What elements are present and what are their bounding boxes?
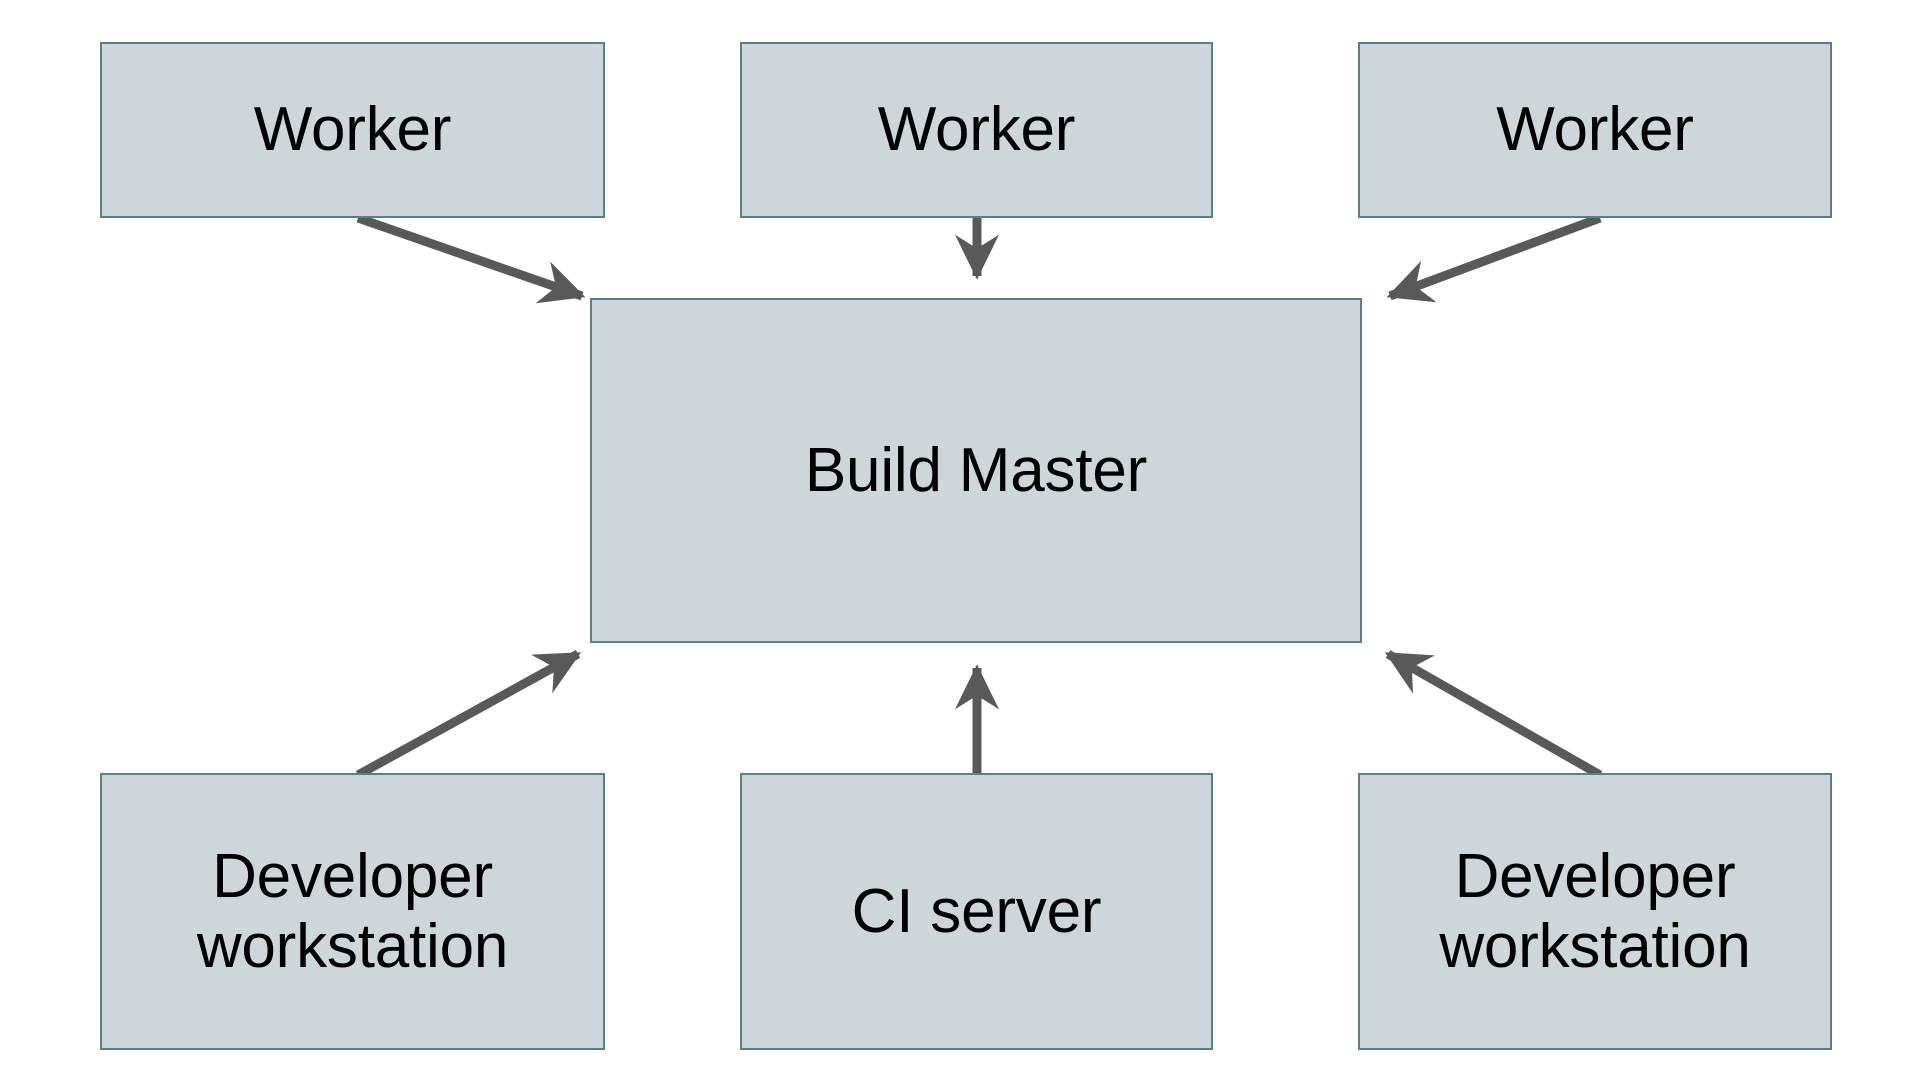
node-worker-3-label: Worker: [1496, 95, 1694, 165]
node-developer-workstation-2-label: Developer workstation: [1439, 842, 1751, 981]
node-ci-server-label: CI server: [851, 876, 1102, 946]
edge-dev1-to-master: [355, 650, 582, 779]
node-developer-workstation-1[interactable]: Developer workstation: [100, 773, 605, 1050]
edge-worker3-to-master: [1386, 213, 1602, 303]
node-build-master-label: Build Master: [804, 435, 1148, 505]
node-worker-2[interactable]: Worker: [740, 42, 1213, 218]
node-worker-1-label: Worker: [253, 95, 452, 165]
node-developer-workstation-1-label: Developer workstation: [196, 842, 509, 981]
node-developer-workstation-2[interactable]: Developer workstation: [1358, 773, 1832, 1050]
node-ci-server[interactable]: CI server: [740, 773, 1213, 1050]
node-worker-1[interactable]: Worker: [100, 42, 605, 218]
node-worker-2-label: Worker: [877, 95, 1076, 165]
edge-dev2-to-master: [1384, 650, 1603, 779]
node-worker-3[interactable]: Worker: [1358, 42, 1832, 218]
edge-worker1-to-master: [356, 213, 586, 304]
node-build-master[interactable]: Build Master: [590, 298, 1362, 643]
